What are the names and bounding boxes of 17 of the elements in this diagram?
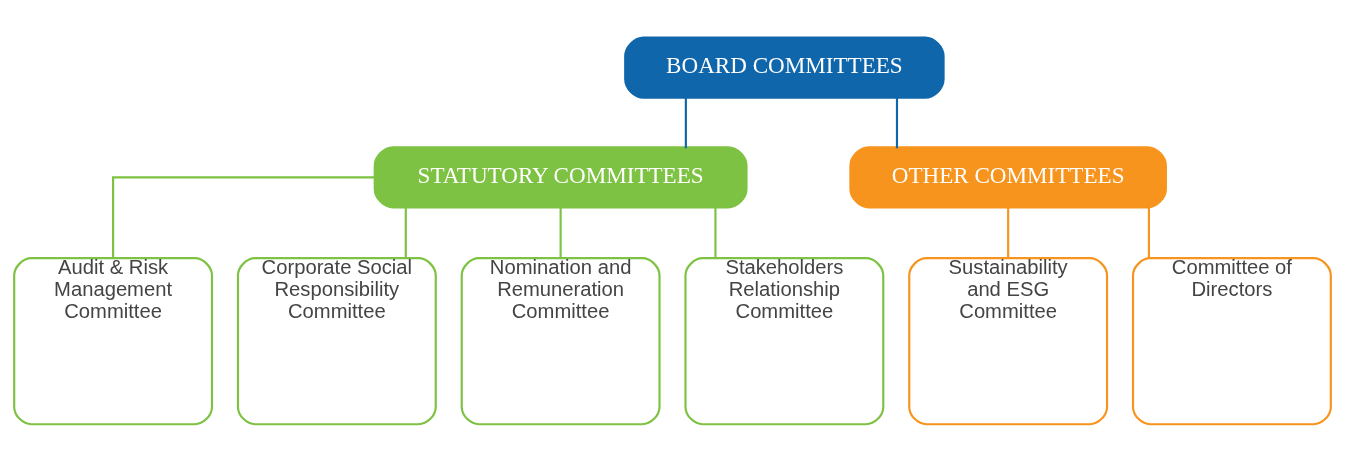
node-box: STATUTORY COMMITTEES	[373, 146, 748, 209]
node-box: BOARD COMMITTEES	[624, 36, 945, 99]
node-box: OTHER COMMITTEES	[849, 146, 1167, 209]
node-box: Stakeholders Relationship Committee	[684, 257, 885, 426]
connector	[1007, 206, 1010, 258]
node-box: Committee of Directors	[1131, 257, 1332, 426]
node-box: Audit & Risk Management Committee	[13, 257, 214, 426]
node-box: Sustainability and ESG Committee	[908, 257, 1109, 426]
connector	[112, 176, 376, 258]
node-box: Corporate Social Responsibility Committee	[236, 257, 437, 426]
connector	[714, 206, 717, 258]
connector	[895, 97, 899, 149]
connector	[684, 97, 687, 149]
connector	[404, 206, 407, 258]
node-box: Nomination and Remuneration Committee	[460, 257, 661, 426]
connector	[559, 206, 562, 258]
connector	[1147, 206, 1150, 258]
